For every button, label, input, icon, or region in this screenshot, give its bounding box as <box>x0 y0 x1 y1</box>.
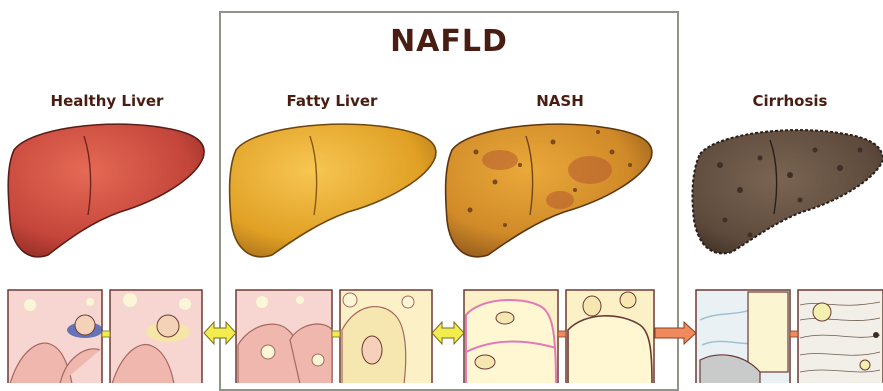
panel-cirrhosis-2 <box>798 290 883 383</box>
liver-cirrhosis-icon <box>692 130 883 253</box>
panel-healthy-2 <box>110 290 202 383</box>
liver-fatty-icon <box>230 124 436 257</box>
panel-fatty-1 <box>236 290 332 383</box>
liver-nash-icon <box>446 124 652 257</box>
panel-nash-2 <box>566 290 654 383</box>
arrow-healthy-to-fatty-icon <box>204 322 236 344</box>
illustration-canvas <box>0 0 883 383</box>
panel-cirrhosis-1 <box>696 290 790 383</box>
panel-nash-1 <box>464 290 558 383</box>
panel-fatty-2 <box>340 290 432 383</box>
arrow-fatty-to-nash-icon <box>432 322 464 344</box>
arrow-nash-to-cirrhosis-icon <box>655 322 696 344</box>
liver-healthy-icon <box>8 124 204 257</box>
liver-disease-progression-diagram: NAFLD Healthy Liver Fatty Liver NASH Cir… <box>0 0 883 383</box>
panel-healthy-1 <box>8 290 103 383</box>
